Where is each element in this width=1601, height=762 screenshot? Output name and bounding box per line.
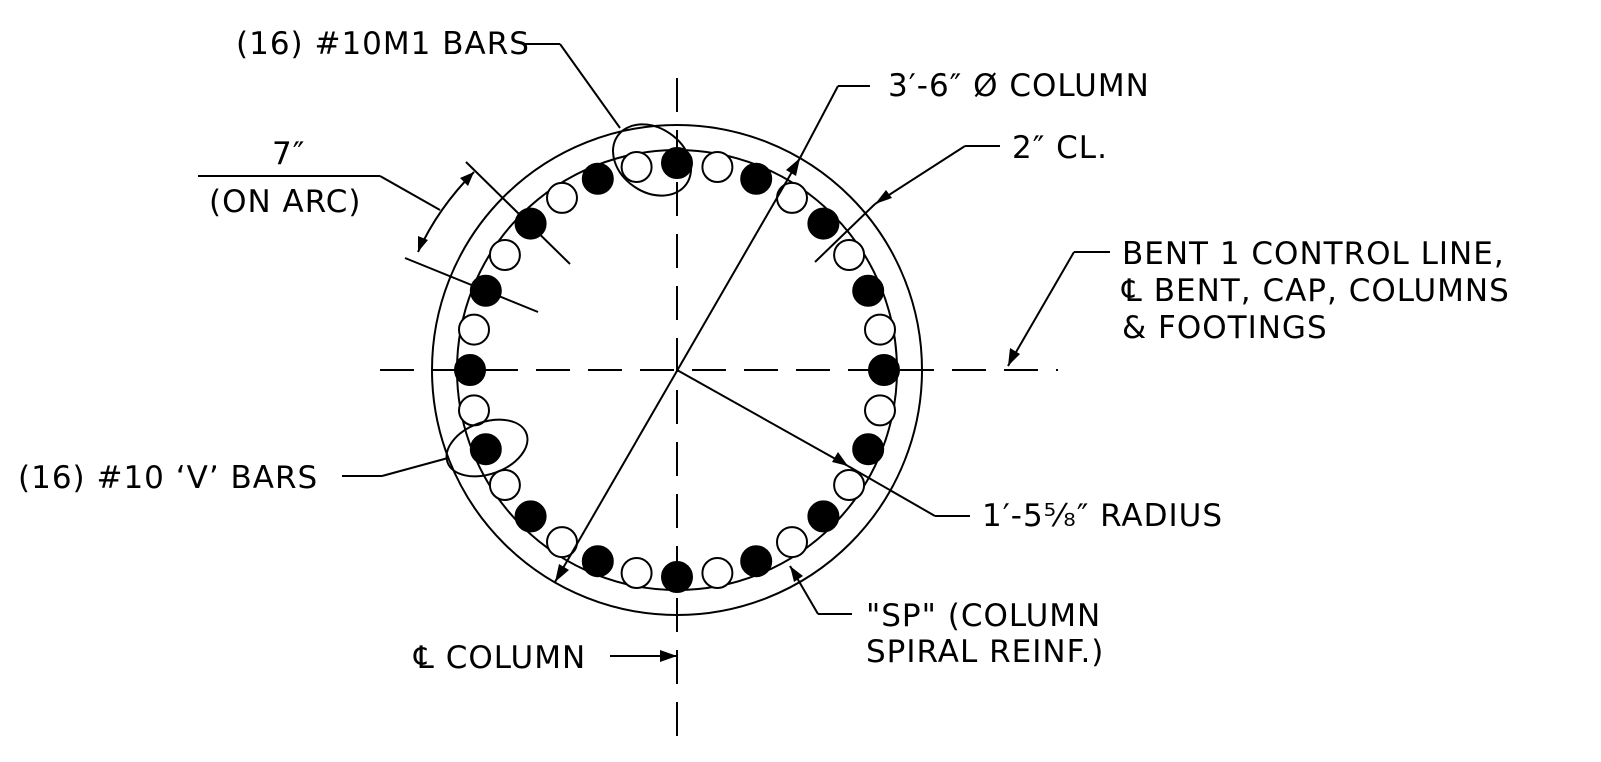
spiral-callout: "SP" (COLUMN SPIRAL REINF.) [789, 565, 1104, 670]
m1-bar [581, 162, 614, 195]
v-bars-label: (16) #10 ‘V’ BARS [18, 460, 318, 496]
spiral-label-1: "SP" (COLUMN [866, 598, 1101, 634]
spacing-note-label: (ON ARC) [209, 184, 361, 220]
v-bar [620, 151, 653, 183]
radius-suffix: ″ RADIUS [1077, 498, 1223, 534]
spiral-label-2: SPIRAL REINF.) [866, 634, 1104, 670]
v-bar [458, 313, 490, 346]
v-bar [864, 313, 896, 346]
m1-bar [740, 162, 773, 195]
m1-bar [868, 354, 900, 386]
m1-bar-highlight-ellipse [612, 123, 692, 197]
bent-control-line-callout: BENT 1 CONTROL LINE, ℄ BENT, CAP, COLUMN… [1007, 236, 1510, 367]
v-bar [488, 469, 521, 501]
m1-bar [514, 207, 547, 240]
m1-bar [852, 274, 885, 307]
v-bar [864, 394, 896, 427]
bar-spacing-dimension: 7″ (ON ARC) [198, 136, 571, 313]
diameter-dimension: 3′-6″ Ø COLUMN [554, 68, 1150, 583]
m1-bars-label: (16) #10M1 BARS [236, 26, 530, 62]
clear-cover-label: 2″ CL. [1012, 130, 1108, 166]
spacing-value-label: 7″ [272, 136, 305, 172]
v-bar [546, 181, 578, 214]
bent-line-2-label: ℄ BENT, CAP, COLUMNS [1121, 273, 1510, 309]
cl-column-callout: ℄ COLUMN [413, 640, 677, 676]
spacing-arrow-bottom [418, 236, 428, 252]
v-bar [776, 181, 808, 214]
bent-line-arrow [1008, 348, 1020, 366]
reinforcing-bars [454, 147, 900, 593]
v-bar [833, 239, 866, 271]
v-bar [488, 239, 521, 271]
diameter-arrow-bottom [555, 564, 569, 582]
v-bar [833, 469, 866, 501]
v-bar [701, 557, 734, 589]
cl-column-arrow [660, 650, 677, 662]
m1-bar [514, 500, 547, 533]
radius-dimension: 1′-5⁵⁄₈″ RADIUS [676, 369, 1223, 534]
v-bar-highlight-ellipse [445, 418, 529, 478]
v-bars-callout: (16) #10 ‘V’ BARS [18, 418, 529, 496]
m1-bar [661, 147, 693, 179]
bent-line-3-label: & FOOTINGS [1122, 310, 1328, 346]
radius-prefix: 1′-5 [982, 498, 1044, 534]
clear-cover-dimension: 2″ CL. [814, 130, 1108, 263]
m1-bar [454, 354, 486, 386]
v-bar [620, 557, 653, 589]
m1-bar [807, 500, 840, 533]
bent-line-1-label: BENT 1 CONTROL LINE, [1122, 236, 1505, 272]
v-bar [776, 526, 808, 559]
spiral-arrow [790, 566, 803, 582]
m1-bar [581, 545, 614, 578]
column-diameter-label: 3′-6″ Ø COLUMN [888, 68, 1150, 104]
m1-bar [852, 433, 885, 466]
radius-arrow [832, 452, 848, 466]
spacing-arrow-top [460, 172, 474, 186]
m1-bar [740, 545, 773, 578]
diameter-arrow-top [786, 158, 800, 176]
m1-bar [469, 433, 502, 466]
m1-bar [661, 561, 693, 593]
cl-column-label: ℄ COLUMN [413, 640, 586, 676]
m1-bars-callout: (16) #10M1 BARS [236, 26, 692, 197]
radius-fraction: ⁵⁄₈ [1044, 498, 1077, 534]
clear-cover-arrow [875, 190, 892, 204]
m1-bar [807, 207, 840, 240]
centerlines [380, 78, 1058, 740]
radius-label: 1′-5⁵⁄₈″ RADIUS [982, 498, 1223, 534]
v-bar [701, 151, 734, 183]
